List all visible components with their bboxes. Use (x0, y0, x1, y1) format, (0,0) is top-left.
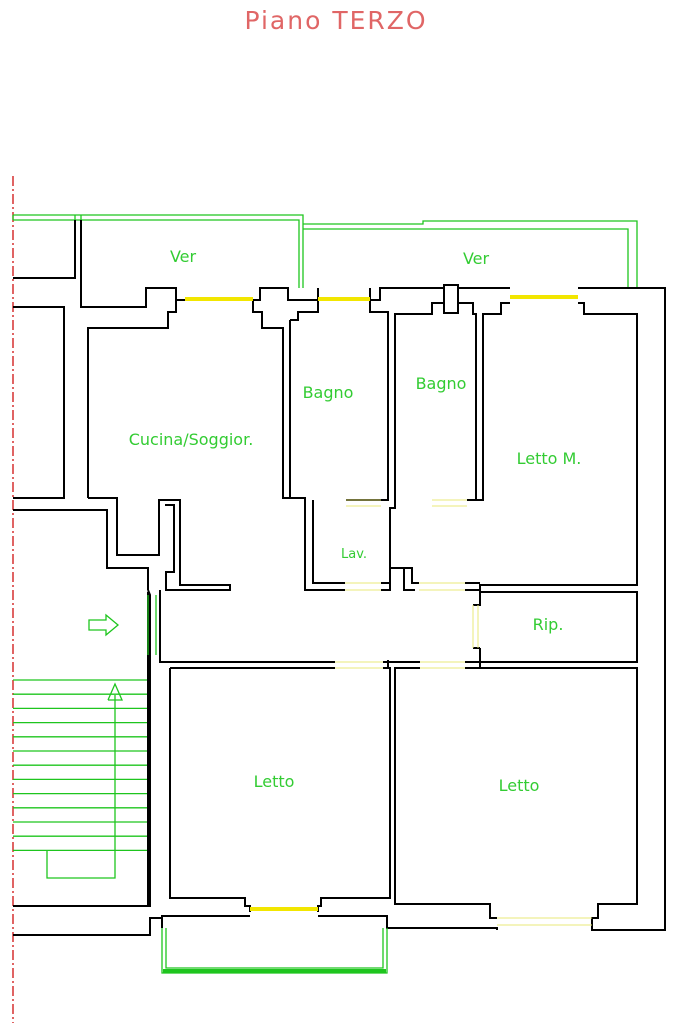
label-letto-right: Letto (499, 776, 540, 795)
label-ver-right: Ver (463, 249, 490, 268)
label-bagno-1: Bagno (303, 383, 354, 402)
label-rip: Rip. (533, 615, 564, 634)
label-bagno-2: Bagno (416, 374, 467, 393)
label-lav: Lav. (341, 547, 367, 562)
room-labels: Ver Ver Cucina/Soggior. Bagno Bagno Lett… (129, 247, 582, 795)
label-ver-left: Ver (170, 247, 197, 266)
entrance-arrow-icon (88, 613, 120, 637)
windows (185, 295, 592, 926)
balcony-outline (161, 928, 388, 974)
staircase (13, 679, 148, 879)
plan-title: Piano TERZO (244, 6, 427, 35)
label-letto-left: Letto (254, 772, 295, 791)
label-cucina-soggiorno: Cucina/Soggior. (129, 430, 254, 449)
veranda-outlines (12, 214, 638, 288)
walls (13, 220, 666, 936)
door-openings (147, 499, 479, 669)
label-letto-m: Letto M. (517, 449, 582, 468)
